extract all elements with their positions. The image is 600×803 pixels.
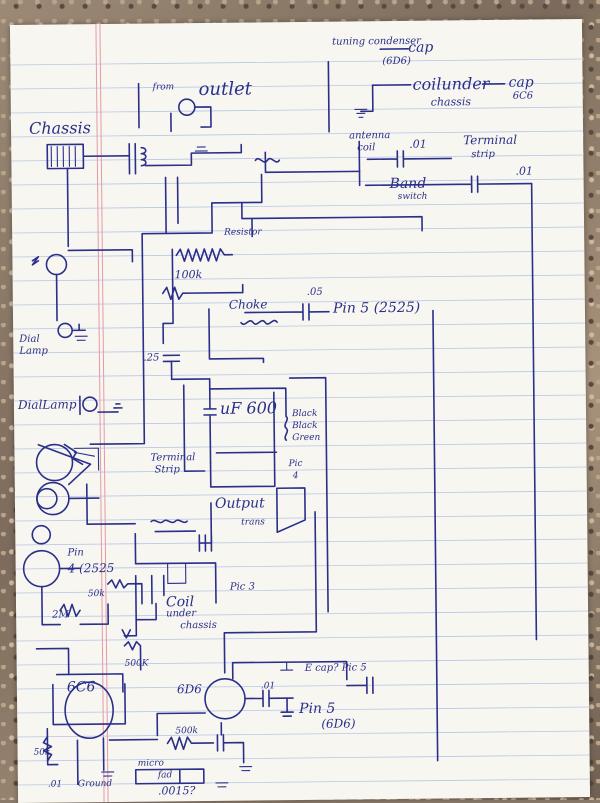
- notebook-paper: tuning condenser cap (6D6) coilunder cha…: [9, 19, 591, 803]
- label-50k-a: 50k: [87, 589, 105, 600]
- label-resistor: Resistor: [224, 227, 262, 238]
- label-uf600: uF 600: [219, 398, 278, 418]
- tube-6c6: [35, 647, 139, 786]
- resistor-choke: [161, 248, 439, 762]
- label-strip-top: strip: [471, 148, 495, 161]
- label-micro: micro: [137, 758, 164, 769]
- label-chassis-mid: chassis: [180, 619, 217, 632]
- label-black-1: Black: [291, 408, 318, 420]
- label-cap-6c6: cap: [508, 74, 534, 91]
- tube-6d6: [136, 660, 374, 741]
- label-100k: 100k: [174, 268, 203, 282]
- power-transformer: [46, 82, 243, 248]
- label-6d6-sub: (6D6): [321, 716, 356, 731]
- label-chassis: Chassis: [28, 118, 91, 138]
- label-black-2: Black: [292, 420, 318, 432]
- dial-lamp-1: [31, 248, 146, 445]
- dial-lamp-2: [79, 395, 123, 416]
- label-fad: fad: [157, 770, 173, 781]
- label-antenna: antenna: [349, 130, 391, 142]
- label-pin5-6d6: Pin 5: [299, 700, 336, 718]
- label-2m: 2M: [52, 609, 69, 621]
- label-from: from: [152, 82, 175, 93]
- schematic-drawing: [10, 24, 590, 803]
- label-pin4-2525: 4 (2525: [67, 560, 115, 576]
- label-pic4: Pic: [288, 458, 303, 470]
- label-chassis-top: chassis: [430, 95, 472, 109]
- label-cap-01-c: .01: [260, 681, 276, 692]
- label-band: Band: [389, 175, 427, 193]
- label-6c6: 6C6: [66, 679, 96, 696]
- label-cap-05: .05: [306, 286, 323, 298]
- label-pic3: Pic 3: [229, 581, 255, 593]
- label-cap-01-b: .01: [515, 164, 534, 178]
- label-outlet: outlet: [198, 78, 253, 101]
- tube-socket-mid: [22, 524, 157, 626]
- label-cap-6c6-sub: 6C6: [512, 90, 534, 102]
- label-cap-top: cap: [408, 39, 434, 56]
- label-cap-6d6-top: (6D6): [382, 55, 411, 68]
- label-500k-a: 500K: [124, 658, 149, 669]
- label-dial-1: Dial: [19, 333, 40, 345]
- label-switch: switch: [397, 191, 428, 202]
- label-cap-01-a: .01: [409, 137, 427, 151]
- filter-caps: [162, 354, 329, 613]
- bottom-resistors: [134, 722, 253, 788]
- label-cap-0015: .0015?: [157, 784, 196, 798]
- label-trans: trans: [241, 517, 265, 528]
- label-green: Green: [292, 432, 321, 444]
- label-choke: Choke: [228, 297, 268, 312]
- label-under-mid: under: [166, 608, 197, 620]
- label-strip-mid: Strip: [154, 464, 180, 476]
- label-pic4-num: 4: [292, 471, 299, 482]
- label-pin5-2525: Pin 5 (2525): [332, 299, 421, 317]
- label-terminal-top: Terminal: [463, 132, 518, 148]
- antenna-band-switch: [141, 140, 538, 641]
- label-ecap-pic5: E cap? Pic 5: [304, 662, 367, 674]
- label-terminal-mid: Terminal: [150, 452, 196, 464]
- label-coil-under-top: coilunder: [412, 73, 490, 94]
- label-lamp-1: Lamp: [19, 345, 48, 357]
- label-cap-01-d: .01: [47, 779, 63, 790]
- label-6d6: 6D6: [176, 682, 202, 697]
- output-transformer: [134, 487, 318, 674]
- label-pin: Pin: [67, 547, 84, 559]
- label-dial-lamp-2: DialLamp: [17, 397, 77, 412]
- margin-lines: [95, 24, 109, 803]
- label-ground: Ground: [77, 778, 113, 790]
- label-50k-b: 50k: [33, 747, 51, 758]
- tube-socket-2525: [35, 443, 136, 526]
- coil-under-chassis-mid: [121, 562, 187, 671]
- label-500k-b: 500k: [175, 726, 199, 737]
- label-cap-25: .25: [143, 352, 160, 364]
- label-output: Output: [214, 495, 265, 512]
- label-coil: coil: [357, 142, 376, 154]
- ruled-lines: [10, 58, 590, 786]
- tuning-section: [327, 48, 506, 133]
